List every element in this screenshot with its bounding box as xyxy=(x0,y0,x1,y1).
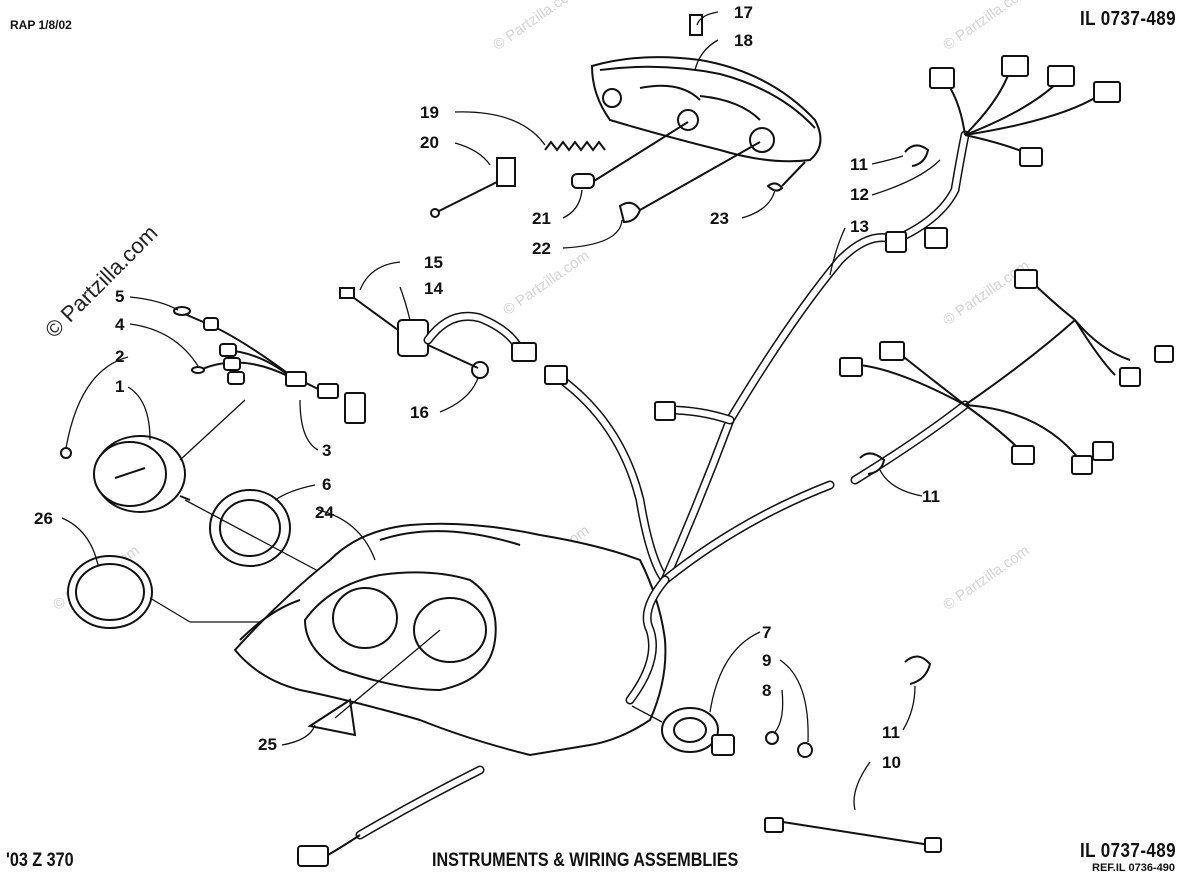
cable-tie xyxy=(904,655,932,685)
callout-11: 11 xyxy=(882,723,900,742)
speedometer-gauge xyxy=(60,399,246,513)
callout-23: 23 xyxy=(710,209,729,228)
callout-17: 17 xyxy=(734,3,753,22)
adjuster-spring xyxy=(544,140,606,152)
callout-6: 6 xyxy=(322,475,331,494)
adjuster-nut xyxy=(496,157,516,187)
pilot-bulb xyxy=(766,161,806,192)
callout-20: 20 xyxy=(420,133,439,152)
adjuster-screw xyxy=(434,177,506,214)
callout-15: 15 xyxy=(424,253,443,272)
illustration-code-top: IL 0737-489 xyxy=(1080,8,1177,30)
headlight-bulb xyxy=(571,121,689,189)
diagram-title: INSTRUMENTS & WIRING ASSEMBLIES xyxy=(432,850,739,871)
callout-11: 11 xyxy=(850,155,868,174)
model-label: '03 Z 370 xyxy=(6,850,74,871)
illustration-code-bottom: IL 0737-489 xyxy=(1080,840,1177,862)
main-harness xyxy=(297,233,900,867)
retainer-clip xyxy=(689,14,703,36)
voltage-regulator xyxy=(339,287,537,379)
headlight-assembly xyxy=(590,56,822,163)
callout-18: 18 xyxy=(734,31,753,50)
callout-3: 3 xyxy=(322,441,331,460)
callout-1: 1 xyxy=(115,377,124,396)
dash-console xyxy=(233,522,667,757)
reference-code: REF.IL 0736-490 xyxy=(1092,862,1175,874)
bulb-socket xyxy=(618,141,761,224)
cable-tie xyxy=(904,144,930,167)
callout-22: 22 xyxy=(532,239,551,258)
lower-harness xyxy=(839,269,1174,485)
decal xyxy=(307,698,357,737)
callout-7: 7 xyxy=(762,623,771,642)
callout-numbers: 17 18 19 20 21 22 23 15 14 16 5 4 2 1 3 … xyxy=(34,3,940,772)
gauge-wiring xyxy=(173,306,366,424)
callout-26: 26 xyxy=(34,509,53,528)
callout-14: 14 xyxy=(424,279,443,298)
callout-21: 21 xyxy=(532,209,551,228)
callout-2: 2 xyxy=(115,347,124,366)
callout-25: 25 xyxy=(258,735,277,754)
cable-tie xyxy=(859,452,886,475)
callout-9: 9 xyxy=(762,651,771,670)
callout-8: 8 xyxy=(762,681,771,700)
callout-5: 5 xyxy=(115,287,124,306)
gauge-lens-inner xyxy=(75,563,145,621)
callout-4: 4 xyxy=(115,315,125,334)
callout-13: 13 xyxy=(850,217,869,236)
callout-12: 12 xyxy=(850,185,869,204)
callout-11: 11 xyxy=(922,487,940,506)
callout-16: 16 xyxy=(410,403,429,422)
upper-harness xyxy=(885,55,1121,253)
speedometer-drive xyxy=(631,705,942,853)
callout-10: 10 xyxy=(882,753,901,772)
callout-24: 24 xyxy=(315,503,334,522)
callout-19: 19 xyxy=(420,103,439,122)
gauge-bezel-inner xyxy=(219,499,281,557)
leader-lines xyxy=(61,11,941,811)
revision-label: RAP 1/8/02 xyxy=(10,18,72,32)
